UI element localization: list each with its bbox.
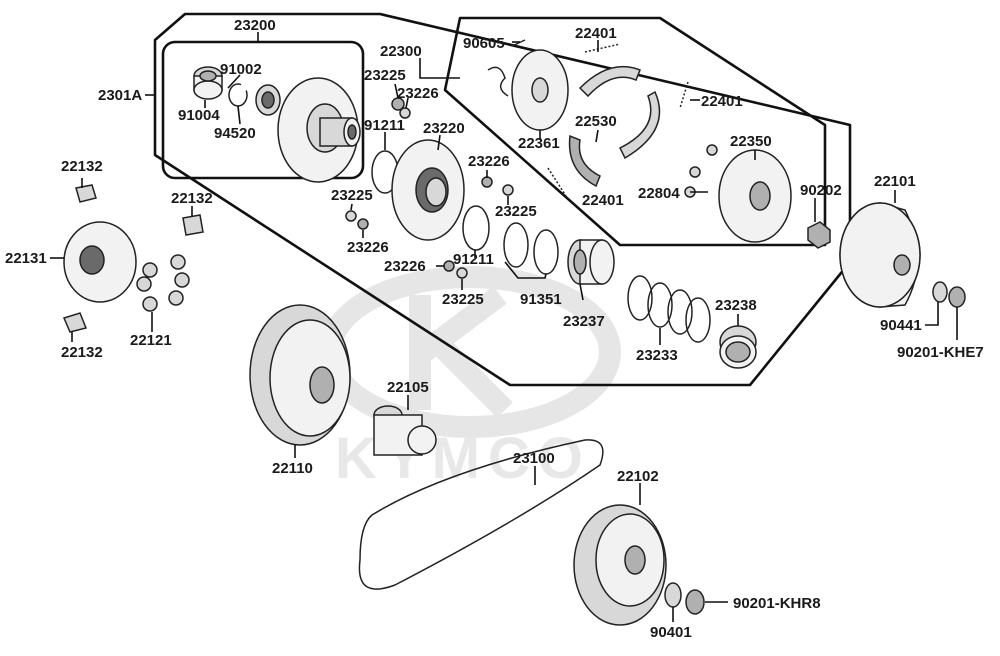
nut-90202: [807, 221, 831, 249]
drive-face-22110: [249, 304, 351, 446]
washer-90441: [932, 281, 948, 303]
label-23226-low: 23226: [384, 258, 426, 275]
collar-22105: [373, 405, 437, 456]
label-90401: 90401: [650, 624, 692, 641]
slider-22132-mid: [182, 214, 204, 236]
label-23225-left: 23225: [331, 187, 373, 204]
bearing-91002: [255, 84, 281, 116]
slider-22132-bottom: [62, 312, 88, 333]
label-22110: 22110: [272, 460, 313, 477]
spring-22401-right: [679, 81, 689, 109]
drive-face-22102: [573, 504, 667, 626]
label-23225-upper: 23225: [364, 67, 406, 84]
label-22401-top: 22401: [575, 25, 617, 42]
ramp-plate-22131: [63, 221, 137, 303]
sliding-sheave-23220: [391, 139, 465, 241]
label-23226-mid: 23226: [468, 153, 510, 170]
damper-22804-a: [706, 144, 718, 156]
label-91004: 91004: [178, 107, 220, 124]
pin-23226-mid: [481, 176, 493, 188]
slider-22132-top: [75, 184, 97, 203]
label-23226-left: 23226: [347, 239, 389, 256]
pin-23225-mid: [502, 184, 514, 196]
label-91211-mid: 91211: [453, 251, 494, 268]
label-23100: 23100: [513, 450, 555, 467]
label-94520: 94520: [214, 125, 256, 142]
nut-90201-khr8: [685, 589, 705, 615]
plate-22361: [511, 49, 569, 131]
drive-belt-23100: [358, 439, 604, 590]
label-23225-low: 23225: [442, 291, 484, 308]
pin-23225-low: [456, 267, 468, 279]
label-90201-khe7: 90201-KHE7: [897, 344, 984, 361]
label-91351: 91351: [520, 291, 562, 308]
label-23200: 23200: [234, 17, 276, 34]
pin-23225-left: [345, 210, 357, 222]
label-90441: 90441: [880, 317, 922, 334]
label-22401-right: 22401: [701, 93, 743, 110]
label-90202: 90202: [800, 182, 842, 199]
label-22530: 22530: [575, 113, 617, 130]
drive-plate-22350: [718, 149, 792, 243]
label-90605: 90605: [463, 35, 505, 52]
label-22401-bottom: 22401: [582, 192, 624, 209]
label-22131: 22131: [5, 250, 47, 267]
label-22101: 22101: [874, 173, 916, 190]
rollers-22121: [136, 254, 190, 312]
label-90201-khr8: 90201-KHR8: [733, 595, 821, 612]
clutch-outer-22101: [839, 202, 921, 308]
driven-pulley-23200: [277, 77, 361, 183]
label-22132-mid: 22132: [171, 190, 213, 207]
label-2301A: 2301A: [98, 87, 142, 104]
label-22350: 22350: [730, 133, 772, 150]
clutch-shoe-22530-top: [578, 65, 641, 98]
spring-90605: [487, 39, 526, 97]
spring-22401-top: [584, 43, 621, 53]
label-23237: 23237: [563, 313, 605, 330]
label-22361: 22361: [518, 135, 560, 152]
label-22132-top: 22132: [61, 158, 103, 175]
circlip-94520: [228, 83, 248, 107]
nut-90201-khe7: [948, 286, 966, 308]
label-22804: 22804: [638, 185, 680, 202]
label-22121: 22121: [130, 332, 172, 349]
label-22102: 22102: [617, 468, 659, 485]
washer-90401: [664, 582, 682, 608]
label-23220: 23220: [423, 120, 465, 137]
label-22300: 22300: [380, 43, 422, 60]
pin-23226-upper: [399, 107, 411, 119]
label-22132-bottom: 22132: [61, 344, 103, 361]
spring-seat-23238: [719, 325, 757, 369]
clutch-shoe-22530-right: [618, 90, 661, 160]
o-ring-91211-mid: [462, 205, 490, 251]
clutch-shoe-22530-left: [568, 134, 601, 188]
label-91211-upper: 91211: [364, 117, 405, 134]
label-23238: 23238: [715, 297, 757, 314]
label-23233: 23233: [636, 347, 678, 364]
label-91002: 91002: [220, 61, 262, 78]
label-23226-upper: 23226: [397, 85, 439, 102]
oil-seal-91351-b: [533, 229, 559, 275]
spring-22401-bottom: [547, 167, 567, 197]
oil-seal-91351-a: [503, 222, 529, 268]
bushing-91004: [193, 66, 223, 100]
part-labels: 23200 2301A 91002 91004 94520 22300 9060…: [5, 17, 984, 641]
label-23225-mid: 23225: [495, 203, 537, 220]
spring-23233: [627, 275, 711, 343]
label-22105: 22105: [387, 379, 429, 396]
collar-23237: [567, 239, 615, 285]
leader-lines: [50, 32, 958, 622]
pin-23226-left: [357, 218, 369, 230]
damper-22804-b: [689, 166, 701, 178]
